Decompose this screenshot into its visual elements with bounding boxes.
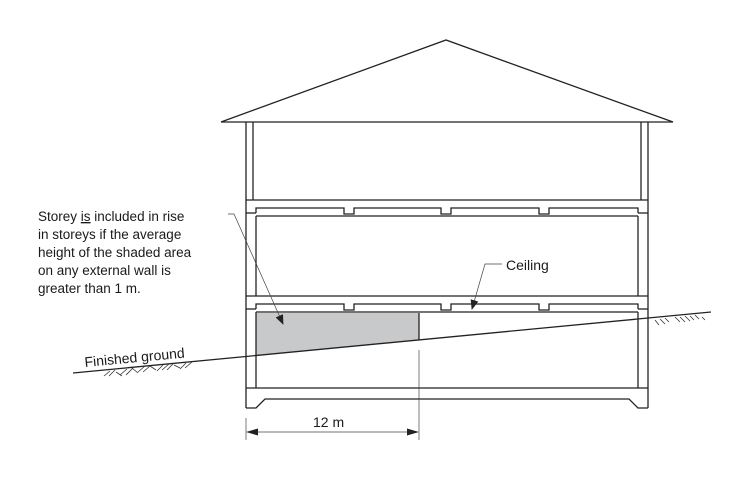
ground-floor-ceiling-slab (246, 295, 648, 388)
external-walls (245, 122, 649, 408)
ceiling-label: Ceiling (506, 257, 549, 273)
ground-hatching-right (654, 314, 706, 326)
ceiling-leader (470, 263, 502, 310)
roof (220, 39, 674, 123)
shaded-area (256, 313, 419, 356)
finished-ground-label: Finished ground (84, 345, 185, 370)
ground-hatching-left (103, 361, 193, 377)
dimension-label: 12 m (313, 414, 344, 430)
emphasis-is: is (81, 209, 91, 224)
base-slab (246, 387, 648, 409)
storey-note: Storey is included in rise in storeys if… (38, 209, 195, 296)
dimension-12m (245, 350, 420, 440)
finished-ground-line (72, 311, 712, 374)
upper-floor-slab (246, 199, 648, 296)
note-leader (228, 213, 284, 325)
